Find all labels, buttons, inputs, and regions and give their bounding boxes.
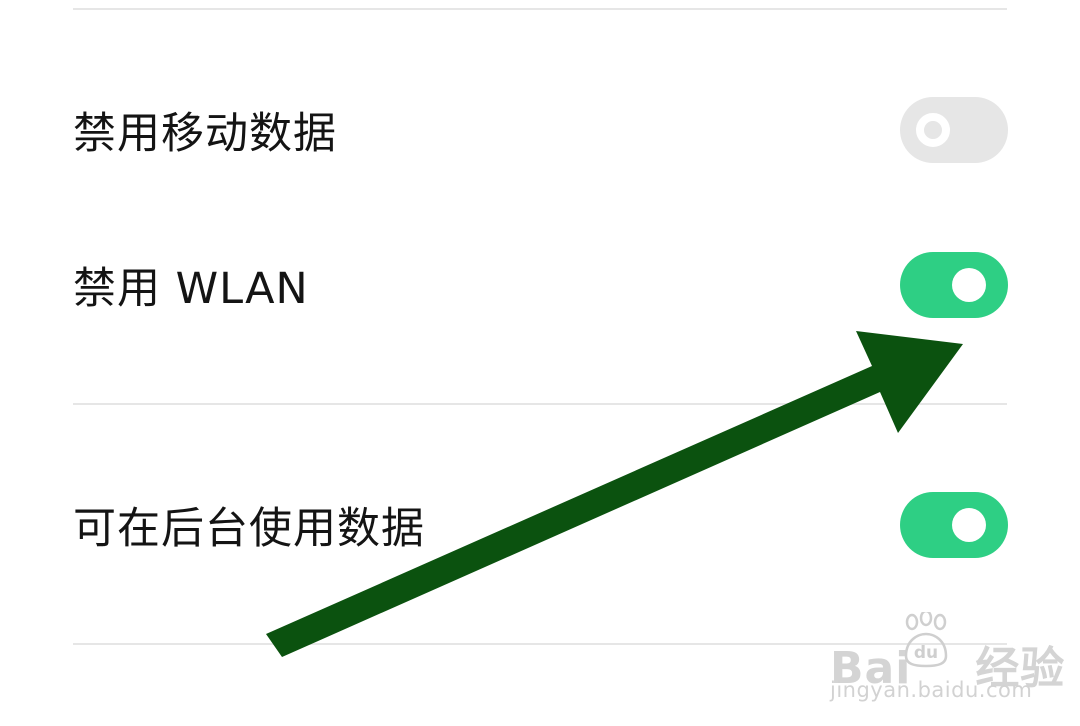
toggle-knob (952, 268, 986, 302)
setting-label: 禁用 WLAN (73, 264, 309, 314)
watermark-url: jingyan.baidu.com (830, 678, 1033, 702)
paw-text: du (914, 643, 938, 663)
setting-row-background-data[interactable]: 可在后台使用数据 (0, 485, 1080, 565)
setting-row-disable-wlan[interactable]: 禁用 WLAN (0, 245, 1080, 325)
paw-logo-icon: du (904, 612, 948, 668)
background-data-toggle[interactable] (900, 492, 1008, 558)
setting-row-disable-mobile-data[interactable]: 禁用移动数据 (0, 90, 1080, 170)
disable-wlan-toggle[interactable] (900, 252, 1008, 318)
setting-label: 禁用移动数据 (73, 109, 337, 159)
toggle-knob (916, 113, 950, 147)
divider-top (73, 8, 1007, 10)
setting-label: 可在后台使用数据 (73, 504, 425, 554)
disable-mobile-data-toggle[interactable] (900, 97, 1008, 163)
divider-middle (73, 403, 1007, 405)
toggle-knob (952, 508, 986, 542)
